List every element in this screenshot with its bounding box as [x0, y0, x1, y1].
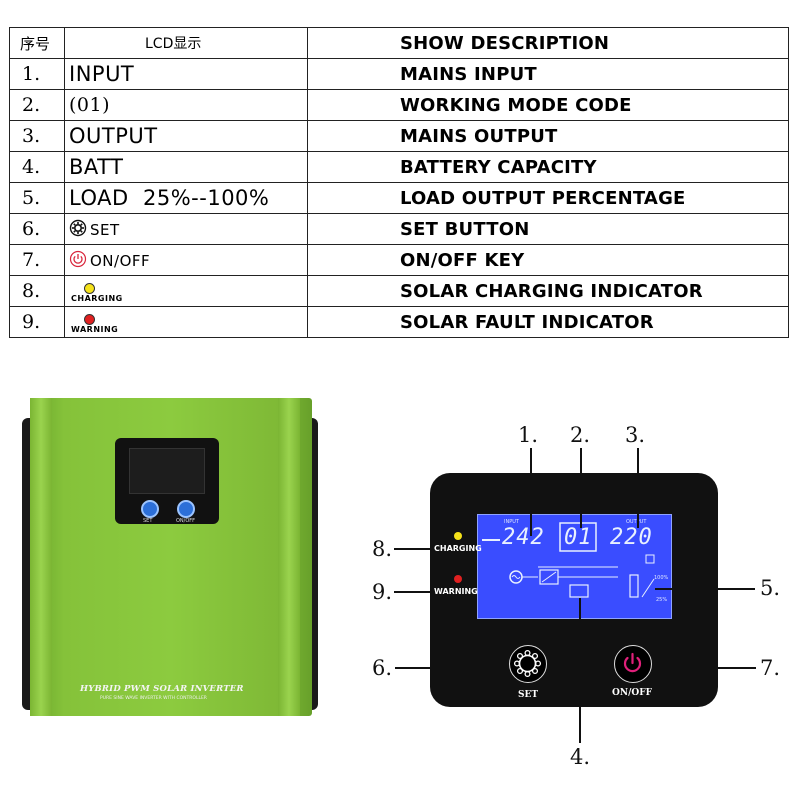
lcd-text: (01): [64, 89, 308, 121]
row-number: 6.: [9, 213, 65, 245]
leader-line-8: [394, 548, 434, 550]
set-button[interactable]: [509, 645, 547, 683]
row-number: 7.: [9, 244, 65, 276]
screen-input-label: INPUT: [504, 519, 519, 525]
inverter-right-rail: [278, 398, 300, 716]
leader-line-9: [394, 591, 434, 593]
screen-input-value: 242: [502, 525, 545, 550]
screen-load-high: 100%: [654, 575, 669, 581]
inverter-subtitle: PURE SINE WAVE INVERTER WITH CONTROLLER: [100, 696, 207, 701]
inverter-left-rail: [30, 398, 52, 716]
row-number: 3.: [9, 120, 65, 152]
row-number: 4.: [9, 151, 65, 183]
lcd-text: SET: [90, 220, 120, 239]
header-no: 序号: [9, 27, 65, 59]
inverter-display-panel: SET ON/OFF: [115, 438, 219, 524]
table-row: 8. CHARGING SOLAR CHARGING INDICATOR: [9, 275, 789, 307]
table-row: 7. ON/OFF ON/OFF KEY: [9, 244, 789, 276]
set-button-label: SET: [518, 690, 539, 700]
onoff-button[interactable]: [614, 645, 652, 683]
red-led-icon: WARNING: [69, 312, 119, 334]
row-number: 1.: [9, 58, 65, 90]
lcd-cell-set: SET: [64, 213, 308, 245]
lcd-cell-onoff: ON/OFF: [64, 244, 308, 276]
gear-icon: [513, 649, 542, 678]
lcd-cell-charging: CHARGING: [64, 275, 308, 307]
onoff-button-label: ON/OFF: [612, 688, 652, 698]
table-row: 5. LOAD 25%--100% LOAD OUTPUT PERCENTAGE: [9, 182, 789, 214]
leader-line-4: [579, 598, 581, 743]
screen-output-value: 220: [610, 525, 653, 550]
inverter-brand: HYBRID PWM SOLAR INVERTER: [80, 684, 244, 694]
leader-line-7: [652, 667, 756, 669]
callout-4: 4.: [570, 745, 591, 769]
header-description: SHOW DESCRIPTION: [307, 27, 789, 59]
callout-8: 8.: [372, 537, 393, 561]
charging-label: CHARGING: [434, 544, 482, 553]
leader-line-2: [580, 448, 582, 528]
row-description: ON/OFF KEY: [307, 244, 789, 276]
inverter-set-button[interactable]: [141, 500, 159, 518]
leader-line-5: [655, 588, 755, 590]
lcd-text: OUTPUT: [64, 120, 308, 152]
lcd-text: LOAD 25%--100%: [64, 182, 308, 214]
table-row: 3. OUTPUT MAINS OUTPUT: [9, 120, 789, 152]
inverter-onoff-button[interactable]: [177, 500, 195, 518]
leader-line-6: [395, 667, 509, 669]
row-description: SOLAR CHARGING INDICATOR: [307, 275, 789, 307]
lcd-text: INPUT: [64, 58, 308, 90]
table-row: 4. BATT BATTERY CAPACITY: [9, 151, 789, 183]
power-icon: [69, 249, 87, 273]
callout-2: 2.: [570, 423, 591, 447]
row-description: SET BUTTON: [307, 213, 789, 245]
callout-9: 9.: [372, 580, 393, 604]
row-description: WORKING MODE CODE: [307, 89, 789, 121]
screen-load-low: 25%: [656, 597, 668, 603]
power-icon: [623, 652, 642, 673]
warning-label: WARNING: [434, 587, 478, 596]
gear-icon: [69, 218, 87, 242]
row-description: MAINS INPUT: [307, 58, 789, 90]
lcd-text: BATT: [64, 151, 308, 183]
lcd-screen: INPUT OUTPUT 242 01 220 100% 25%: [477, 514, 672, 619]
table-header-row: 序号 LCD显示 SHOW DESCRIPTION: [9, 27, 789, 59]
inverter-onoff-label: ON/OFF: [176, 518, 196, 524]
header-lcd: LCD显示: [64, 27, 308, 59]
spec-table: 序号 LCD显示 SHOW DESCRIPTION 1. INPUT MAINS…: [9, 27, 789, 338]
row-description: MAINS OUTPUT: [307, 120, 789, 152]
table-row: 2. (01) WORKING MODE CODE: [9, 89, 789, 121]
row-description: BATTERY CAPACITY: [307, 151, 789, 183]
table-row: 9. WARNING SOLAR FAULT INDICATOR: [9, 306, 789, 338]
callout-1: 1.: [518, 423, 539, 447]
yellow-led-icon: CHARGING: [69, 281, 123, 303]
inverter-photo: SET ON/OFF HYBRID PWM SOLAR INVERTER PUR…: [22, 398, 318, 720]
leader-line-1: [530, 448, 532, 536]
lcd-text: WARNING: [71, 325, 119, 334]
inverter-set-label: SET: [143, 518, 153, 524]
row-number: 8.: [9, 275, 65, 307]
row-number: 2.: [9, 89, 65, 121]
screen-mode-value: 01: [564, 525, 593, 550]
row-number: 9.: [9, 306, 65, 338]
callout-5: 5.: [760, 576, 781, 600]
row-description: SOLAR FAULT INDICATOR: [307, 306, 789, 338]
lcd-text: CHARGING: [71, 294, 123, 303]
lcd-cell-warning: WARNING: [64, 306, 308, 338]
warning-led: [454, 575, 462, 583]
callout-7: 7.: [760, 656, 781, 680]
callout-3: 3.: [625, 423, 646, 447]
lcd-text: ON/OFF: [90, 251, 151, 270]
charging-led: [454, 532, 462, 540]
table-row: 1. INPUT MAINS INPUT: [9, 58, 789, 90]
inverter-screen: [129, 448, 205, 494]
row-description: LOAD OUTPUT PERCENTAGE: [307, 182, 789, 214]
leader-line-3: [637, 448, 639, 528]
row-number: 5.: [9, 182, 65, 214]
table-row: 6. SET SET BUTTON: [9, 213, 789, 245]
callout-6: 6.: [372, 656, 393, 680]
screen-graphics: [482, 522, 655, 598]
screen-output-label: OUTPUT: [626, 519, 646, 525]
